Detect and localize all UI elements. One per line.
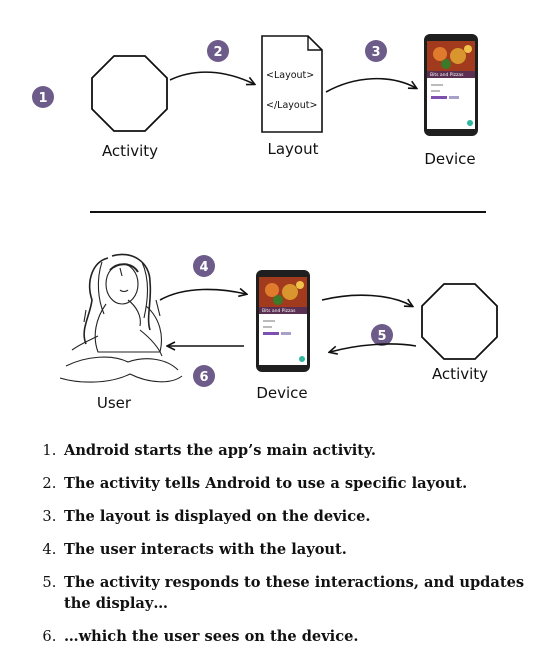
flow-diagram: 1 2 3 4 5 6 Activity <Layout> </Layout> … — [32, 34, 498, 412]
phone-title-bottom: Bits and Pizzas — [262, 308, 296, 314]
step-4-badge: 4 — [193, 255, 215, 277]
device-phone-bottom: Bits and Pizzas — [256, 270, 310, 372]
step-3-badge: 3 — [365, 40, 387, 62]
step-1-badge: 1 — [32, 86, 54, 108]
svg-text:2: 2 — [213, 45, 222, 60]
svg-text:1: 1 — [38, 91, 47, 106]
step-2-badge: 2 — [207, 40, 229, 62]
activity-label-top: Activity — [102, 142, 158, 160]
device-label-bottom: Device — [256, 384, 307, 402]
device-label-top: Device — [424, 150, 475, 168]
svg-text:5: 5 — [377, 329, 386, 344]
step-text-1: Android starts the app’s main activity. — [64, 442, 376, 459]
steps-list: Android starts the app’s main activity. … — [28, 440, 538, 659]
layout-close-tag: </Layout> — [266, 100, 317, 111]
step-text-4: The user interacts with the layout. — [64, 541, 347, 558]
phone-title-top: Bits and Pizzas — [430, 72, 464, 78]
arrow-device-to-activity — [321, 294, 412, 306]
svg-text:4: 4 — [199, 260, 208, 275]
layout-open-tag: <Layout> — [266, 70, 314, 81]
svg-text:3: 3 — [371, 45, 380, 60]
activity-label-bottom: Activity — [432, 365, 488, 383]
step-5-badge: 5 — [371, 324, 393, 346]
svg-text:6: 6 — [199, 370, 208, 385]
step-item-6: …which the user sees on the device. — [61, 626, 538, 647]
layout-label: Layout — [268, 140, 319, 158]
step-item-2: The activity tells Android to use a spec… — [61, 473, 538, 494]
arrow-user-to-device — [159, 289, 246, 301]
step-item-5: The activity responds to these interacti… — [61, 572, 538, 614]
step-text-2: The activity tells Android to use a spec… — [64, 475, 468, 492]
step-text-6: …which the user sees on the device. — [64, 628, 359, 645]
step-text-5: The activity responds to these interacti… — [64, 574, 525, 612]
layout-document: <Layout> </Layout> — [261, 35, 323, 133]
arrow-activity-to-layout — [169, 71, 254, 84]
step-6-badge: 6 — [193, 365, 215, 387]
activity-octagon-top — [91, 55, 168, 132]
step-item-3: The layout is displayed on the device. — [61, 506, 538, 527]
activity-octagon-bottom — [421, 283, 498, 360]
arrow-activity-to-device — [330, 343, 417, 352]
device-phone-top: Bits and Pizzas — [424, 34, 478, 136]
step-item-1: Android starts the app’s main activity. — [61, 440, 538, 461]
arrow-layout-to-device — [325, 77, 416, 93]
user-illustration — [59, 253, 183, 383]
step-text-3: The layout is displayed on the device. — [64, 508, 371, 525]
user-label: User — [97, 394, 132, 412]
step-item-4: The user interacts with the layout. — [61, 539, 538, 560]
